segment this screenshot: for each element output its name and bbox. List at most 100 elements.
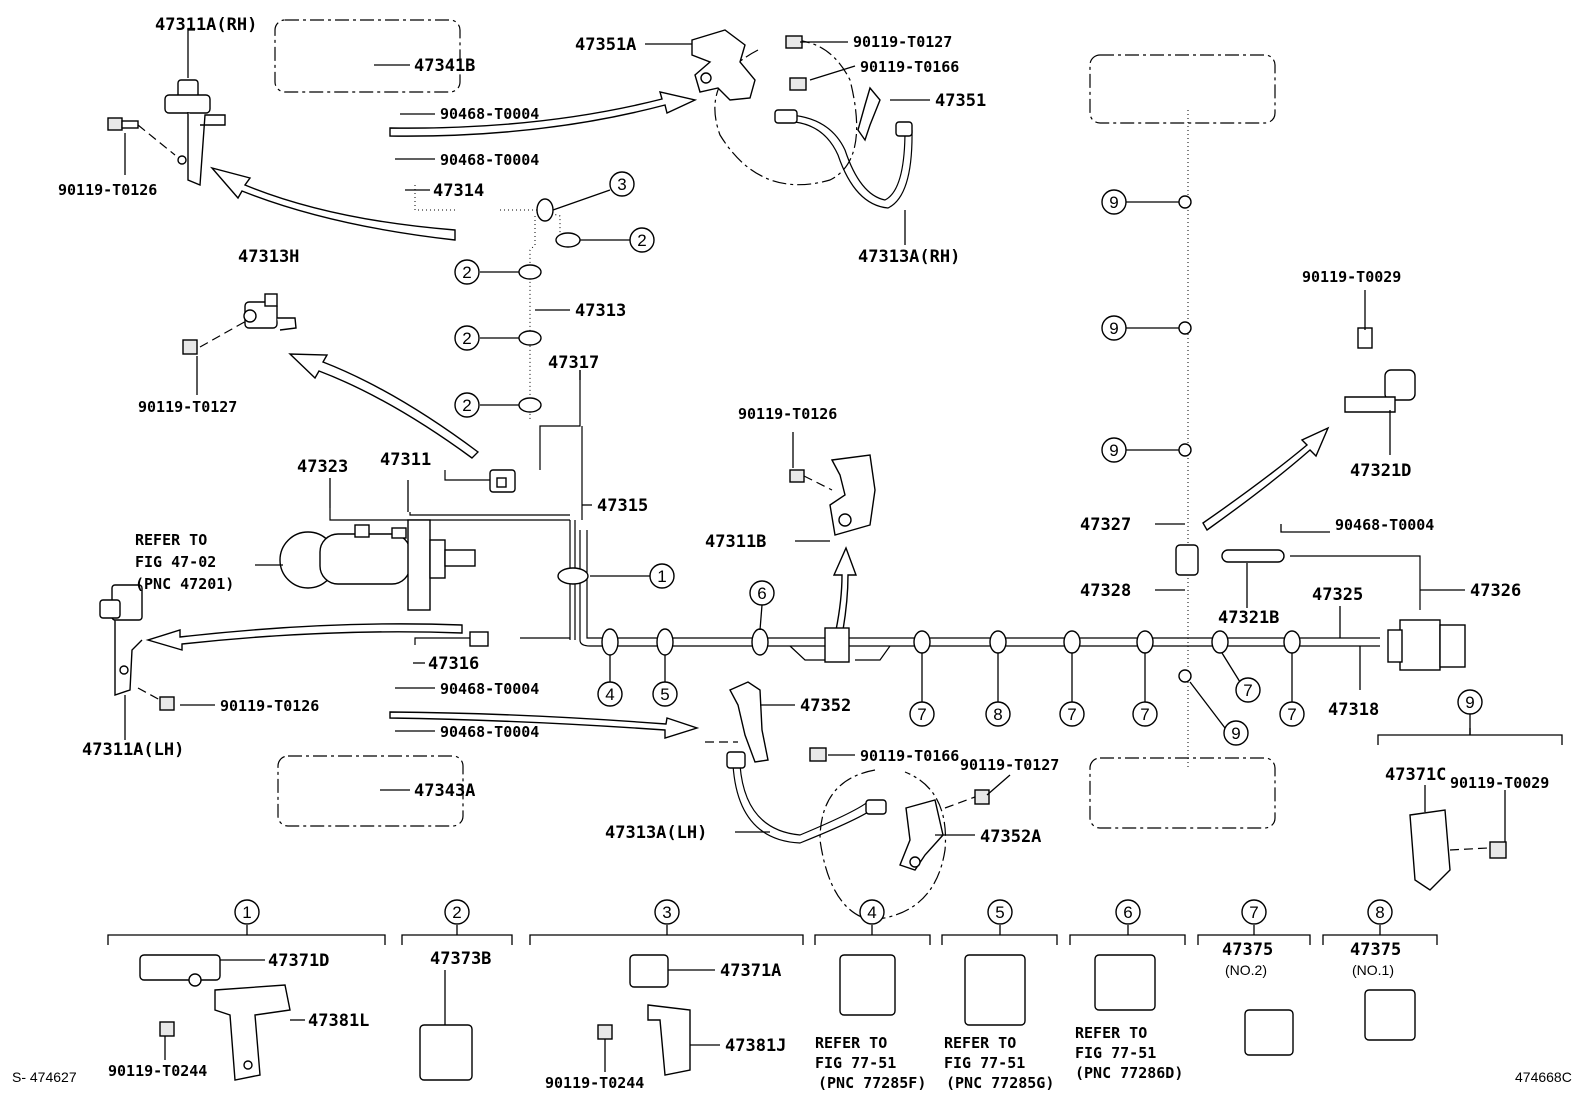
refer-77286d-line1: REFER TO [1075, 1024, 1147, 1042]
callout-9: 9 [1231, 724, 1240, 743]
label-47313a-lh: 47313A(LH) [605, 823, 707, 843]
callout-1: 1 [242, 903, 251, 922]
part-labels: 47311A(RH) 47341B 90468-T0004 90468-T000… [12, 15, 1572, 1092]
callout-circles: 3 2 2 2 2 1 6 4 5 7 8 7 7 7 7 9 9 9 9 9 … [234, 171, 1483, 925]
tube-clips [518, 195, 1301, 683]
label-47321d: 47321D [1350, 461, 1411, 481]
label-90468-t0004: 90468-T0004 [440, 723, 539, 741]
refer-77285f-line1: REFER TO [815, 1034, 887, 1052]
label-47316: 47316 [428, 654, 479, 674]
callout-6: 6 [1123, 903, 1132, 922]
callout-7: 7 [1067, 705, 1076, 724]
label-47375-no1: 47375 [1350, 940, 1401, 960]
label-90468-t0004: 90468-T0004 [1335, 516, 1434, 534]
label-47326: 47326 [1470, 581, 1521, 601]
callout-9: 9 [1109, 441, 1118, 460]
label-47351a: 47351A [575, 35, 636, 55]
label-90468-t0004: 90468-T0004 [440, 151, 539, 169]
kit-brackets [107, 728, 1563, 945]
label-47327: 47327 [1080, 515, 1131, 535]
label-47375-no1-sub: (NO.1) [1352, 962, 1394, 978]
refer-47-02-line3: (PNC 47201) [135, 575, 234, 593]
refer-77285f-line2: FIG 77-51 [815, 1054, 896, 1072]
callout-7: 7 [1249, 903, 1258, 922]
callout-1: 1 [657, 567, 666, 586]
label-47311b: 47311B [705, 532, 766, 552]
figure-code-right: 474668C [1515, 1069, 1572, 1085]
brake-tubes [329, 110, 1421, 770]
reference-boxes [274, 19, 1276, 829]
callout-4: 4 [867, 903, 876, 922]
label-47313: 47313 [575, 301, 626, 321]
callout-2: 2 [637, 231, 646, 250]
label-90119-t0126: 90119-T0126 [58, 181, 157, 199]
callout-7: 7 [1243, 681, 1252, 700]
label-47343a: 47343A [414, 781, 475, 801]
bolt-90119-t0126-a [107, 117, 176, 156]
callout-5: 5 [660, 685, 669, 704]
label-47328: 47328 [1080, 581, 1131, 601]
label-47381l: 47381L [308, 1011, 369, 1031]
refer-77286d-line2: FIG 77-51 [1075, 1044, 1156, 1062]
refer-77285g-line3: (PNC 77285G) [946, 1074, 1054, 1092]
callout-2: 2 [462, 263, 471, 282]
part-drawings [99, 29, 1507, 1081]
label-90119-t0127: 90119-T0127 [960, 756, 1059, 774]
figure-code-left: S- 474627 [12, 1069, 77, 1085]
label-90119-t0126: 90119-T0126 [738, 405, 837, 423]
refer-77286d-line3: (PNC 77286D) [1075, 1064, 1183, 1082]
callout-2: 2 [452, 903, 461, 922]
label-90468-t0004: 90468-T0004 [440, 105, 539, 123]
label-47317: 47317 [548, 353, 599, 373]
refer-47-02-line2: FIG 47-02 [135, 553, 216, 571]
callout-7: 7 [917, 705, 926, 724]
callout-9: 9 [1465, 693, 1474, 712]
callout-7: 7 [1140, 705, 1149, 724]
label-47352a: 47352A [980, 827, 1041, 847]
label-47351: 47351 [935, 91, 986, 111]
label-47325: 47325 [1312, 585, 1363, 605]
label-47371a: 47371A [720, 961, 781, 981]
label-47373b: 47373B [430, 949, 491, 969]
callout-7: 7 [1287, 705, 1296, 724]
label-47375-no2: 47375 [1222, 940, 1273, 960]
callout-5: 5 [995, 903, 1004, 922]
label-47321b: 47321B [1218, 608, 1279, 628]
label-90119-t0029: 90119-T0029 [1450, 774, 1549, 792]
label-47311a-lh: 47311A(LH) [82, 740, 184, 760]
label-47311: 47311 [380, 450, 431, 470]
clamp-kit-1 [139, 954, 291, 1081]
refer-77285g-line2: FIG 77-51 [944, 1054, 1025, 1072]
valve-47311a-rh [164, 79, 226, 187]
callout-3: 3 [662, 903, 671, 922]
label-47318: 47318 [1328, 700, 1379, 720]
label-47314: 47314 [433, 181, 484, 201]
label-47323: 47323 [297, 457, 348, 477]
refer-47-02-line1: REFER TO [135, 531, 207, 549]
callout-4: 4 [605, 685, 614, 704]
label-90119-t0029: 90119-T0029 [1302, 268, 1401, 286]
callout-8: 8 [993, 705, 1002, 724]
label-47371c: 47371C [1385, 765, 1446, 785]
label-47375-no2-sub: (NO.2) [1225, 962, 1267, 978]
label-47352: 47352 [800, 696, 851, 716]
label-90119-t0127: 90119-T0127 [138, 398, 237, 416]
label-90119-t0166: 90119-T0166 [860, 747, 959, 765]
label-90119-t0127: 90119-T0127 [853, 33, 952, 51]
label-47311a-rh: 47311A(RH) [155, 15, 257, 35]
label-90119-t0244: 90119-T0244 [545, 1074, 644, 1092]
callout-6: 6 [757, 584, 766, 603]
refer-77285g-line1: REFER TO [944, 1034, 1016, 1052]
clamp-kit-3 [597, 954, 691, 1076]
label-90468-t0004: 90468-T0004 [440, 680, 539, 698]
direction-arrows [145, 91, 1330, 739]
label-90119-t0166: 90119-T0166 [860, 58, 959, 76]
label-47315: 47315 [597, 496, 648, 516]
label-47313h: 47313H [238, 247, 299, 267]
callout-2: 2 [462, 396, 471, 415]
label-47313a-rh: 47313A(RH) [858, 247, 960, 267]
callout-9: 9 [1109, 193, 1118, 212]
callout-3: 3 [617, 175, 626, 194]
label-47381j: 47381J [725, 1036, 786, 1056]
label-90119-t0126: 90119-T0126 [220, 697, 319, 715]
